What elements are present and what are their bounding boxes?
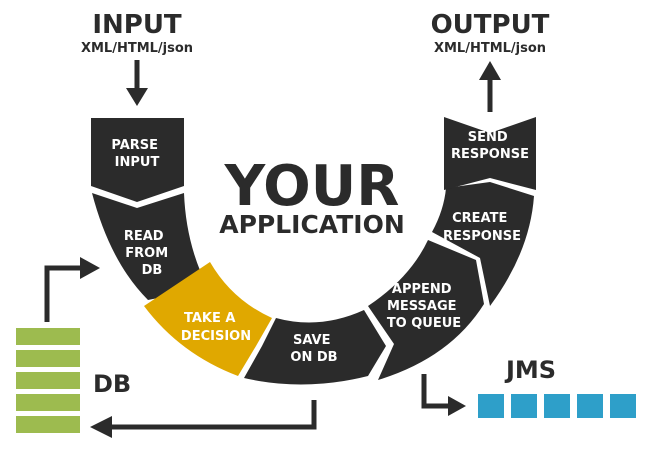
- jms-queue-block: [511, 394, 537, 418]
- database-stack-icon: [16, 328, 80, 433]
- step-save-on-db-label: SAVE ON DB: [290, 333, 337, 365]
- output-title: OUTPUT: [431, 10, 550, 40]
- jms-queue-block: [544, 394, 570, 418]
- input-title: INPUT: [92, 10, 182, 40]
- input-formats: XML/HTML/json: [81, 41, 193, 56]
- jms-label: JMS: [504, 356, 556, 384]
- step-read-from-db: READ FROM DB: [92, 193, 208, 300]
- center-title-line2: APPLICATION: [219, 210, 405, 239]
- jms-queue-icon: [478, 394, 636, 418]
- db-layer: [16, 416, 80, 433]
- jms-queue-block: [478, 394, 504, 418]
- step-save-on-db: SAVE ON DB: [244, 310, 386, 385]
- step-append-message-to-queue: APPEND MESSAGE TO QUEUE: [368, 240, 484, 380]
- step-create-response-label: CREATE RESPONSE: [443, 211, 521, 244]
- step-send-response: SEND RESPONSE: [444, 117, 536, 190]
- jms-queue-block: [577, 394, 603, 418]
- save-to-db-arrow: [90, 400, 317, 438]
- step-parse-input: PARSE INPUT: [91, 118, 184, 202]
- jms-queue-block: [610, 394, 636, 418]
- db-label: DB: [93, 370, 131, 398]
- step-create-response: CREATE RESPONSE: [432, 182, 534, 306]
- db-layer: [16, 350, 80, 367]
- append-to-jms-arrow: [421, 374, 466, 416]
- center-title-line1: YOUR: [224, 154, 400, 219]
- db-to-read-arrow: [44, 257, 100, 322]
- step-append-message-label: APPEND MESSAGE TO QUEUE: [387, 282, 461, 331]
- input-arrow: [126, 60, 148, 106]
- db-layer: [16, 328, 80, 345]
- step-take-a-decision: TAKE A DECISION: [144, 262, 272, 376]
- process-steps: PARSE INPUT READ FROM DB TAKE A DECISION: [91, 117, 536, 385]
- output-formats: XML/HTML/json: [434, 41, 546, 56]
- step-send-response-label: SEND RESPONSE: [451, 130, 529, 162]
- db-layer: [16, 372, 80, 389]
- db-layer: [16, 394, 80, 411]
- output-arrow: [479, 61, 501, 112]
- step-take-a-decision-label: TAKE A DECISION: [181, 311, 251, 344]
- step-parse-input-label: PARSE INPUT: [111, 138, 162, 170]
- step-read-from-db-label: READ FROM DB: [124, 229, 173, 278]
